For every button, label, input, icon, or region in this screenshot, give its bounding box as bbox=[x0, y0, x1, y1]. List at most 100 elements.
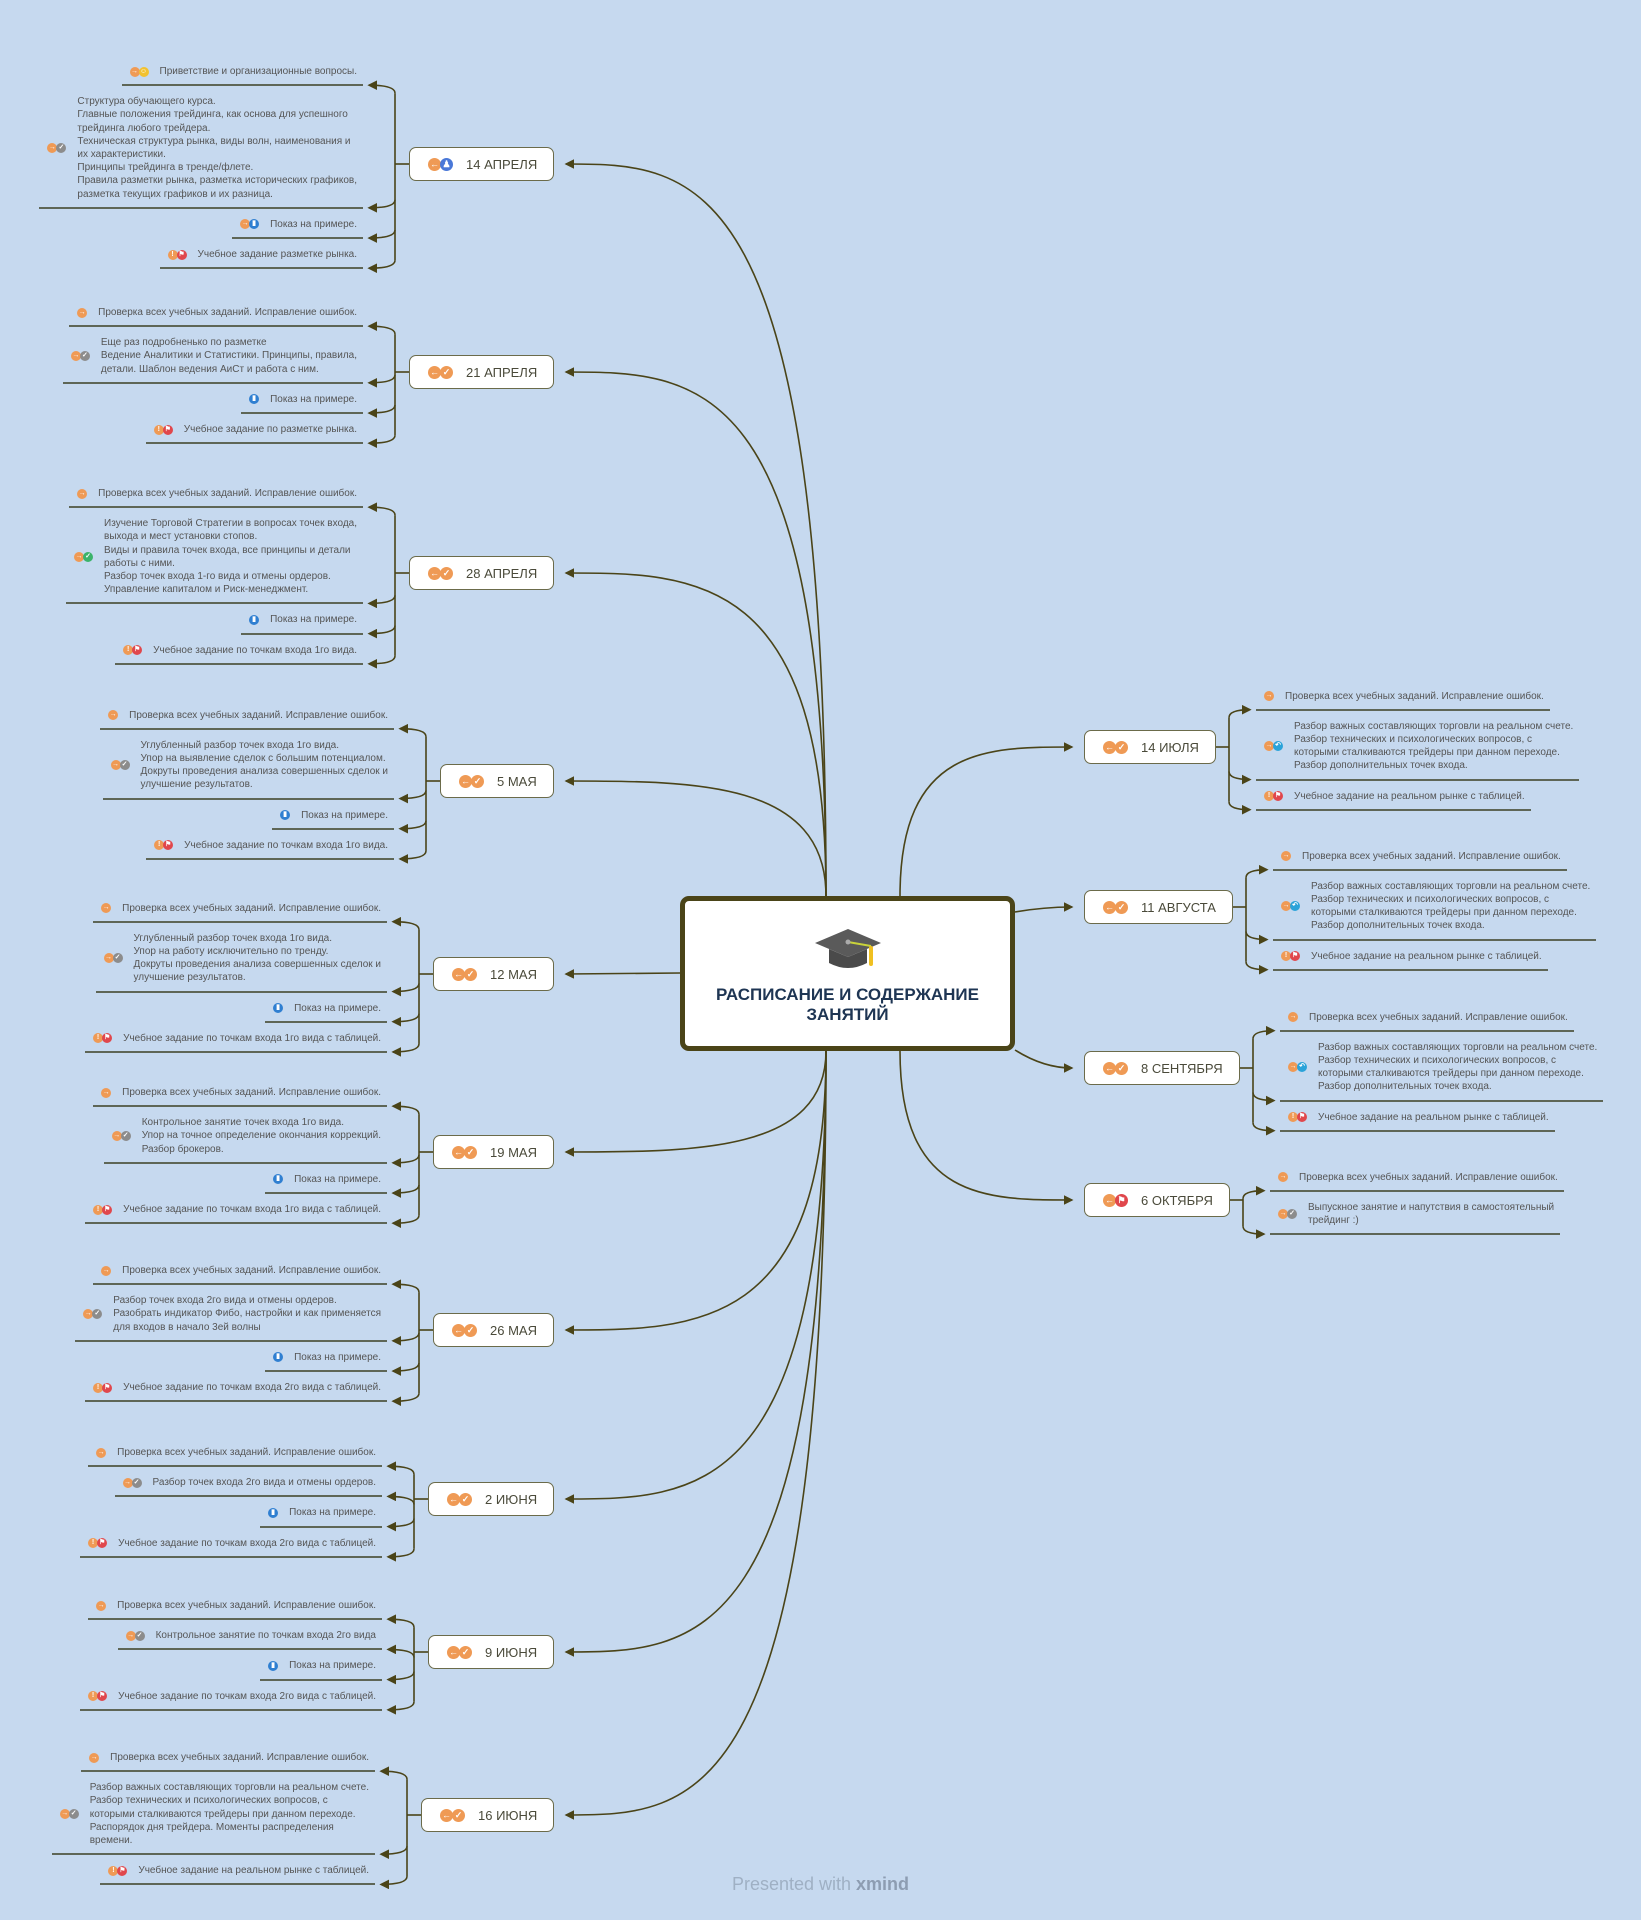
subtopic-text: Показ на примере. bbox=[294, 1173, 381, 1185]
connector bbox=[564, 1050, 827, 1820]
subtopic[interactable]: →Проверка всех учебных заданий. Исправле… bbox=[88, 1593, 382, 1621]
subtopic-text: Учебное задание по разметке рынка. bbox=[183, 424, 357, 436]
subtopic[interactable]: ▮Показ на примере. bbox=[265, 1167, 387, 1195]
connector bbox=[391, 1154, 420, 1168]
subtopic[interactable]: →Проверка всех учебных заданий. Исправле… bbox=[100, 703, 394, 730]
subtopic[interactable]: →✓Углубленный разбор точек входа 1го вид… bbox=[102, 733, 394, 800]
subtopic[interactable]: →Проверка всех учебных заданий. Исправле… bbox=[1280, 1005, 1574, 1032]
subtopic[interactable]: →Проверка всех учебных заданий. Исправле… bbox=[93, 896, 387, 923]
xmind-watermark: Presented with xmind bbox=[0, 1874, 1641, 1895]
chart-icon: ▮ bbox=[280, 810, 291, 821]
check-orange-icon: ✓ bbox=[459, 1492, 472, 1506]
arrow-left-icon: ← bbox=[447, 1492, 460, 1506]
subtopic[interactable]: ▮Показ на примере. bbox=[260, 1500, 382, 1528]
topic-9-июня[interactable]: ←✓9 ИЮНЯ bbox=[428, 1635, 555, 1669]
subtopic[interactable]: →Проверка всех учебных заданий. Исправле… bbox=[1270, 1165, 1564, 1192]
subtopic[interactable]: !⚑Учебное задание по точкам входа 1го ви… bbox=[85, 1197, 387, 1225]
subtopic[interactable]: !⚑Учебное задание по точкам входа 2го ви… bbox=[85, 1375, 387, 1403]
subtopic[interactable]: →Проверка всех учебных заданий. Исправле… bbox=[93, 1258, 387, 1286]
topic-12-мая[interactable]: ←✓12 МАЯ bbox=[433, 957, 554, 991]
topic-8-сентября[interactable]: ←✓8 СЕНТЯБРЯ bbox=[1084, 1051, 1240, 1085]
subtopic[interactable]: →Проверка всех учебных заданий. Исправле… bbox=[88, 1440, 382, 1468]
topic-16-июня[interactable]: ←✓16 ИЮНЯ bbox=[421, 1798, 555, 1832]
connector bbox=[391, 983, 420, 997]
connector bbox=[386, 1614, 415, 1628]
subtopic[interactable]: →Проверка всех учебных заданий. Исправле… bbox=[69, 300, 363, 328]
subtopic[interactable]: →Проверка всех учебных заданий. Исправле… bbox=[93, 1080, 387, 1108]
subtopic[interactable]: →↶Разбор важных составляющих торговли на… bbox=[1256, 714, 1580, 781]
subtopic[interactable]: !⚑Учебное задание на реальном рынке с та… bbox=[1280, 1105, 1555, 1132]
subtopic[interactable]: →Проверка всех учебных заданий. Исправле… bbox=[69, 481, 363, 509]
watermark-prefix: Presented with bbox=[731, 1874, 852, 1894]
subtopic[interactable]: ▮Показ на примере. bbox=[260, 1653, 382, 1681]
subtopic[interactable]: !⚑Учебное задание по точкам входа 1го ви… bbox=[146, 833, 394, 860]
subtopic[interactable]: !⚑Учебное задание на реальном рынке с та… bbox=[1256, 784, 1531, 811]
progress-icon: ✓ bbox=[56, 143, 67, 154]
subtopic[interactable]: →☺Приветствие и организационные вопросы. bbox=[121, 59, 363, 87]
subtopic[interactable]: ▮Показ на примере. bbox=[265, 1345, 387, 1373]
topic-19-мая[interactable]: ←✓19 МАЯ bbox=[433, 1135, 554, 1169]
topic-14-июля[interactable]: ←✓14 ИЮЛЯ bbox=[1084, 730, 1216, 764]
marker-icons: →✓ bbox=[125, 1630, 145, 1641]
subtopic[interactable]: ▮Показ на примере. bbox=[265, 996, 387, 1023]
marker-icons: ▮ bbox=[280, 810, 291, 821]
marker-icons: → bbox=[1278, 1172, 1288, 1183]
subtopic[interactable]: ▮Показ на примере. bbox=[241, 607, 363, 635]
connector bbox=[367, 435, 396, 449]
marker-icons: → bbox=[77, 488, 88, 499]
marker-icons: !⚑ bbox=[123, 645, 143, 656]
topic-5-мая[interactable]: ←✓5 МАЯ bbox=[440, 764, 554, 798]
marker-icons: →▮ bbox=[240, 219, 260, 230]
subtopic[interactable]: →✓Еще раз подробненько по разметке Веден… bbox=[62, 330, 363, 384]
topic-26-мая[interactable]: ←✓26 МАЯ bbox=[433, 1313, 554, 1347]
subtopic[interactable]: →Проверка всех учебных заданий. Исправле… bbox=[1273, 844, 1567, 871]
subtopic[interactable]: →✓Структура обучающего курса. Главные по… bbox=[39, 89, 363, 209]
central-topic[interactable]: РАСПИСАНИЕ И СОДЕРЖАНИЕ ЗАНЯТИЙ bbox=[680, 896, 1015, 1051]
marker-icons: →☺ bbox=[129, 66, 149, 77]
subtopic[interactable]: →✓Выпускное занятие и напутствия в самос… bbox=[1270, 1195, 1561, 1236]
subtopic[interactable]: ▮Показ на примере. bbox=[241, 387, 363, 415]
subtopic[interactable]: →✓Разбор точек входа 2го вида и отмены о… bbox=[114, 1470, 382, 1498]
marker-icons: ←⚑ bbox=[1103, 1193, 1128, 1207]
subtopic[interactable]: !⚑Учебное задание по точкам входа 1го ви… bbox=[115, 638, 363, 665]
subtopic[interactable]: →✓Контрольное занятие по точкам входа 2г… bbox=[117, 1623, 382, 1651]
subtopic[interactable]: ▮Показ на примере. bbox=[272, 803, 394, 830]
subtopic[interactable]: →✓Разбор важных составляющих торговли на… bbox=[51, 1775, 375, 1856]
arrow-right-icon: → bbox=[101, 1087, 112, 1098]
subtopic[interactable]: →▮Показ на примере. bbox=[232, 212, 363, 240]
connector bbox=[391, 1043, 420, 1057]
topic-28-апреля[interactable]: ←✓28 АПРЕЛЯ bbox=[409, 556, 555, 590]
check-orange-icon: ✓ bbox=[459, 1645, 472, 1659]
subtopic[interactable]: →✓Углубленный разбор точек входа 1го вид… bbox=[95, 926, 387, 993]
subtopic[interactable]: !⚑Учебное задание по точкам входа 2го ви… bbox=[80, 1531, 382, 1558]
topic-2-июня[interactable]: ←✓2 ИЮНЯ bbox=[428, 1482, 555, 1516]
subtopic[interactable]: →✓Разбор точек входа 2го вида и отмены о… bbox=[75, 1288, 387, 1342]
info-icon: ! bbox=[93, 1204, 104, 1215]
subtopic[interactable]: !⚑Учебное задание по точкам входа 2го ви… bbox=[80, 1684, 382, 1711]
connector bbox=[564, 1050, 827, 1157]
marker-icons: ←✓ bbox=[440, 1808, 465, 1822]
subtopic[interactable]: !⚑Учебное задание по разметке рынка. bbox=[145, 417, 363, 445]
subtopic[interactable]: →↶Разбор важных составляющих торговли на… bbox=[1273, 874, 1597, 941]
marker-icons: ▮ bbox=[273, 1003, 284, 1014]
subtopic-list: →Проверка всех учебных заданий. Исправле… bbox=[51, 1745, 375, 1886]
marker-icons: → bbox=[96, 1447, 107, 1458]
subtopic[interactable]: →Проверка всех учебных заданий. Исправле… bbox=[81, 1745, 375, 1773]
topic-14-апреля[interactable]: ←♟14 АПРЕЛЯ bbox=[409, 147, 555, 181]
topic-11-августа[interactable]: ←✓11 АВГУСТА bbox=[1084, 890, 1233, 924]
topic-6-октября[interactable]: ←⚑6 ОКТЯБРЯ bbox=[1084, 1183, 1230, 1217]
subtopic[interactable]: !⚑Учебное задание на реальном рынке с та… bbox=[100, 1858, 375, 1886]
subtopic[interactable]: →✓Изучение Торговой Стратегии в вопросах… bbox=[66, 511, 363, 605]
subtopic[interactable]: !⚑Учебное задание на реальном рынке с та… bbox=[1273, 944, 1548, 971]
subtopic[interactable]: →↶Разбор важных составляющих торговли на… bbox=[1280, 1035, 1604, 1102]
subtopic[interactable]: !⚑Учебное задание по точкам входа 1го ви… bbox=[85, 1026, 387, 1053]
subtopic[interactable]: →✓Контрольное занятие точек входа 1го ви… bbox=[103, 1110, 387, 1164]
subtopic[interactable]: →Проверка всех учебных заданий. Исправле… bbox=[1256, 684, 1550, 711]
flag-icon: ⚑ bbox=[102, 1204, 113, 1215]
progress-icon: ✓ bbox=[134, 1630, 145, 1641]
connector bbox=[367, 80, 396, 94]
topic-21-апреля[interactable]: ←✓21 АПРЕЛЯ bbox=[409, 355, 555, 389]
check-orange-icon: ✓ bbox=[464, 1145, 477, 1159]
subtopic[interactable]: !⚑Учебное задание разметке рынка. bbox=[159, 242, 363, 270]
marker-icons: !⚑ bbox=[88, 1691, 108, 1702]
